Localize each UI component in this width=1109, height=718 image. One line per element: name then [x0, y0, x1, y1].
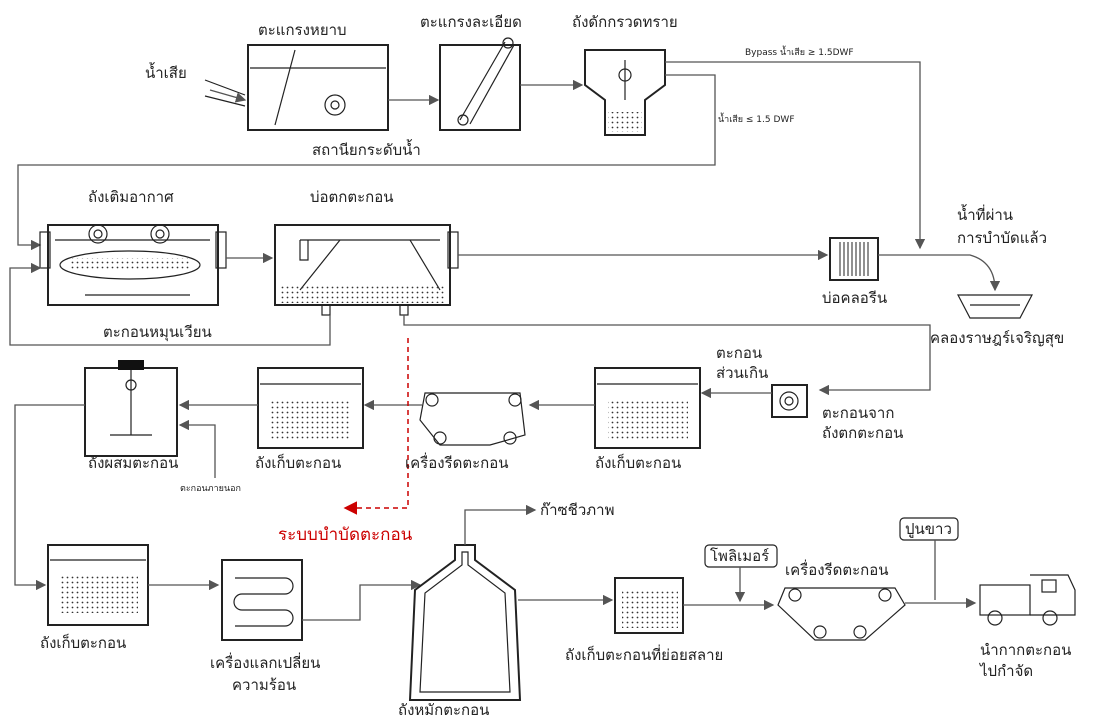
heat-exchanger	[221, 559, 303, 641]
sludge-press-1	[419, 392, 526, 446]
lime-dose	[899, 517, 959, 600]
label-sludge-press-1: เครื่องรีดตะกอน	[405, 452, 509, 472]
label-sludge-store-right: ถังเก็บตะกอน	[595, 453, 681, 472]
label-sludge-store-middle: ถังเก็บตะกอน	[255, 453, 341, 472]
label-digested-store: ถังเก็บตะกอนที่ย่อยสลาย	[565, 644, 723, 664]
label-bypass: Bypass น้ำเสีย ≥ 1.5DWF	[745, 45, 854, 58]
label-polymer: โพลิเมอร์	[710, 547, 769, 565]
label-sludge-from-2: ถังตกตะกอน	[822, 424, 903, 442]
label-sludge-mix-tank: ถังผสมตะกอน	[88, 454, 178, 472]
label-canal: คลองราษฎร์เจริญสุข	[930, 329, 1064, 348]
label-treated-water-2: การบำบัดแล้ว	[957, 229, 1047, 247]
label-sludge-press-2: เครื่องรีดตะกอน	[785, 559, 889, 579]
label-fine-screen: ตะแกรงละเอียด	[420, 13, 522, 31]
clarifier	[274, 224, 459, 316]
label-grit-chamber: ถังดักกรวดทราย	[572, 13, 678, 31]
label-disposal-1: นำกากตะกอน	[980, 641, 1071, 659]
label-sludge-from-1: ตะกอนจาก	[822, 404, 894, 422]
label-pump-station: สถานียกระดับน้ำ	[312, 139, 421, 159]
label-sludge-store-left: ถังเก็บตะกอน	[40, 633, 126, 652]
label-heat-exchanger-1: เครื่องแลกเปลี่ยน	[210, 652, 320, 672]
label-flow-le: น้ำเสีย ≤ 1.5 DWF	[718, 112, 795, 125]
label-excess-sludge-1: ตะกอน	[716, 344, 762, 362]
label-sludge-treatment-system: ระบบบำบัดตะกอน	[278, 525, 413, 545]
sludge-pump	[771, 384, 808, 418]
sludge-store-left	[47, 544, 149, 626]
label-heat-exchanger-2: ความร้อน	[232, 676, 296, 694]
sludge-store-right	[594, 367, 701, 449]
sludge-press-2	[777, 587, 906, 641]
label-aeration-tank: ถังเติมอากาศ	[88, 188, 174, 206]
aeration-tank	[39, 224, 227, 306]
label-treated-water-1: น้ำที่ผ่าน	[957, 204, 1013, 224]
polymer-dose	[704, 544, 778, 603]
label-coarse-screen: ตะแกรงหยาบ	[258, 21, 347, 39]
coarse-screen	[247, 44, 389, 131]
label-excess-sludge-2: ส่วนเกิน	[716, 364, 768, 382]
label-biogas: ก๊าซชีวภาพ	[540, 501, 615, 519]
digester	[408, 544, 522, 701]
wastewater-inlet	[204, 79, 247, 107]
fine-screen	[439, 37, 521, 131]
label-external-sludge: ตะกอนภายนอก	[180, 484, 241, 494]
grit-chamber	[584, 49, 666, 136]
label-digester: ถังหมักตะกอน	[398, 701, 489, 718]
disposal-truck	[979, 574, 1076, 626]
label-clarifier: บ่อตกตะกอน	[310, 188, 394, 206]
label-return-sludge: ตะกอนหมุนเวียน	[103, 323, 212, 342]
label-lime: ปูนขาว	[905, 520, 952, 538]
digested-sludge-store	[614, 577, 684, 634]
sludge-mix-tank	[84, 360, 178, 457]
canal	[957, 294, 1033, 319]
label-wastewater: น้ำเสีย	[145, 62, 187, 82]
chlorine-tank	[829, 237, 879, 281]
sludge-store-middle	[257, 367, 364, 449]
label-disposal-2: ไปกำจัด	[979, 662, 1033, 680]
label-chlorine-tank: บ่อคลอรีน	[822, 289, 887, 307]
